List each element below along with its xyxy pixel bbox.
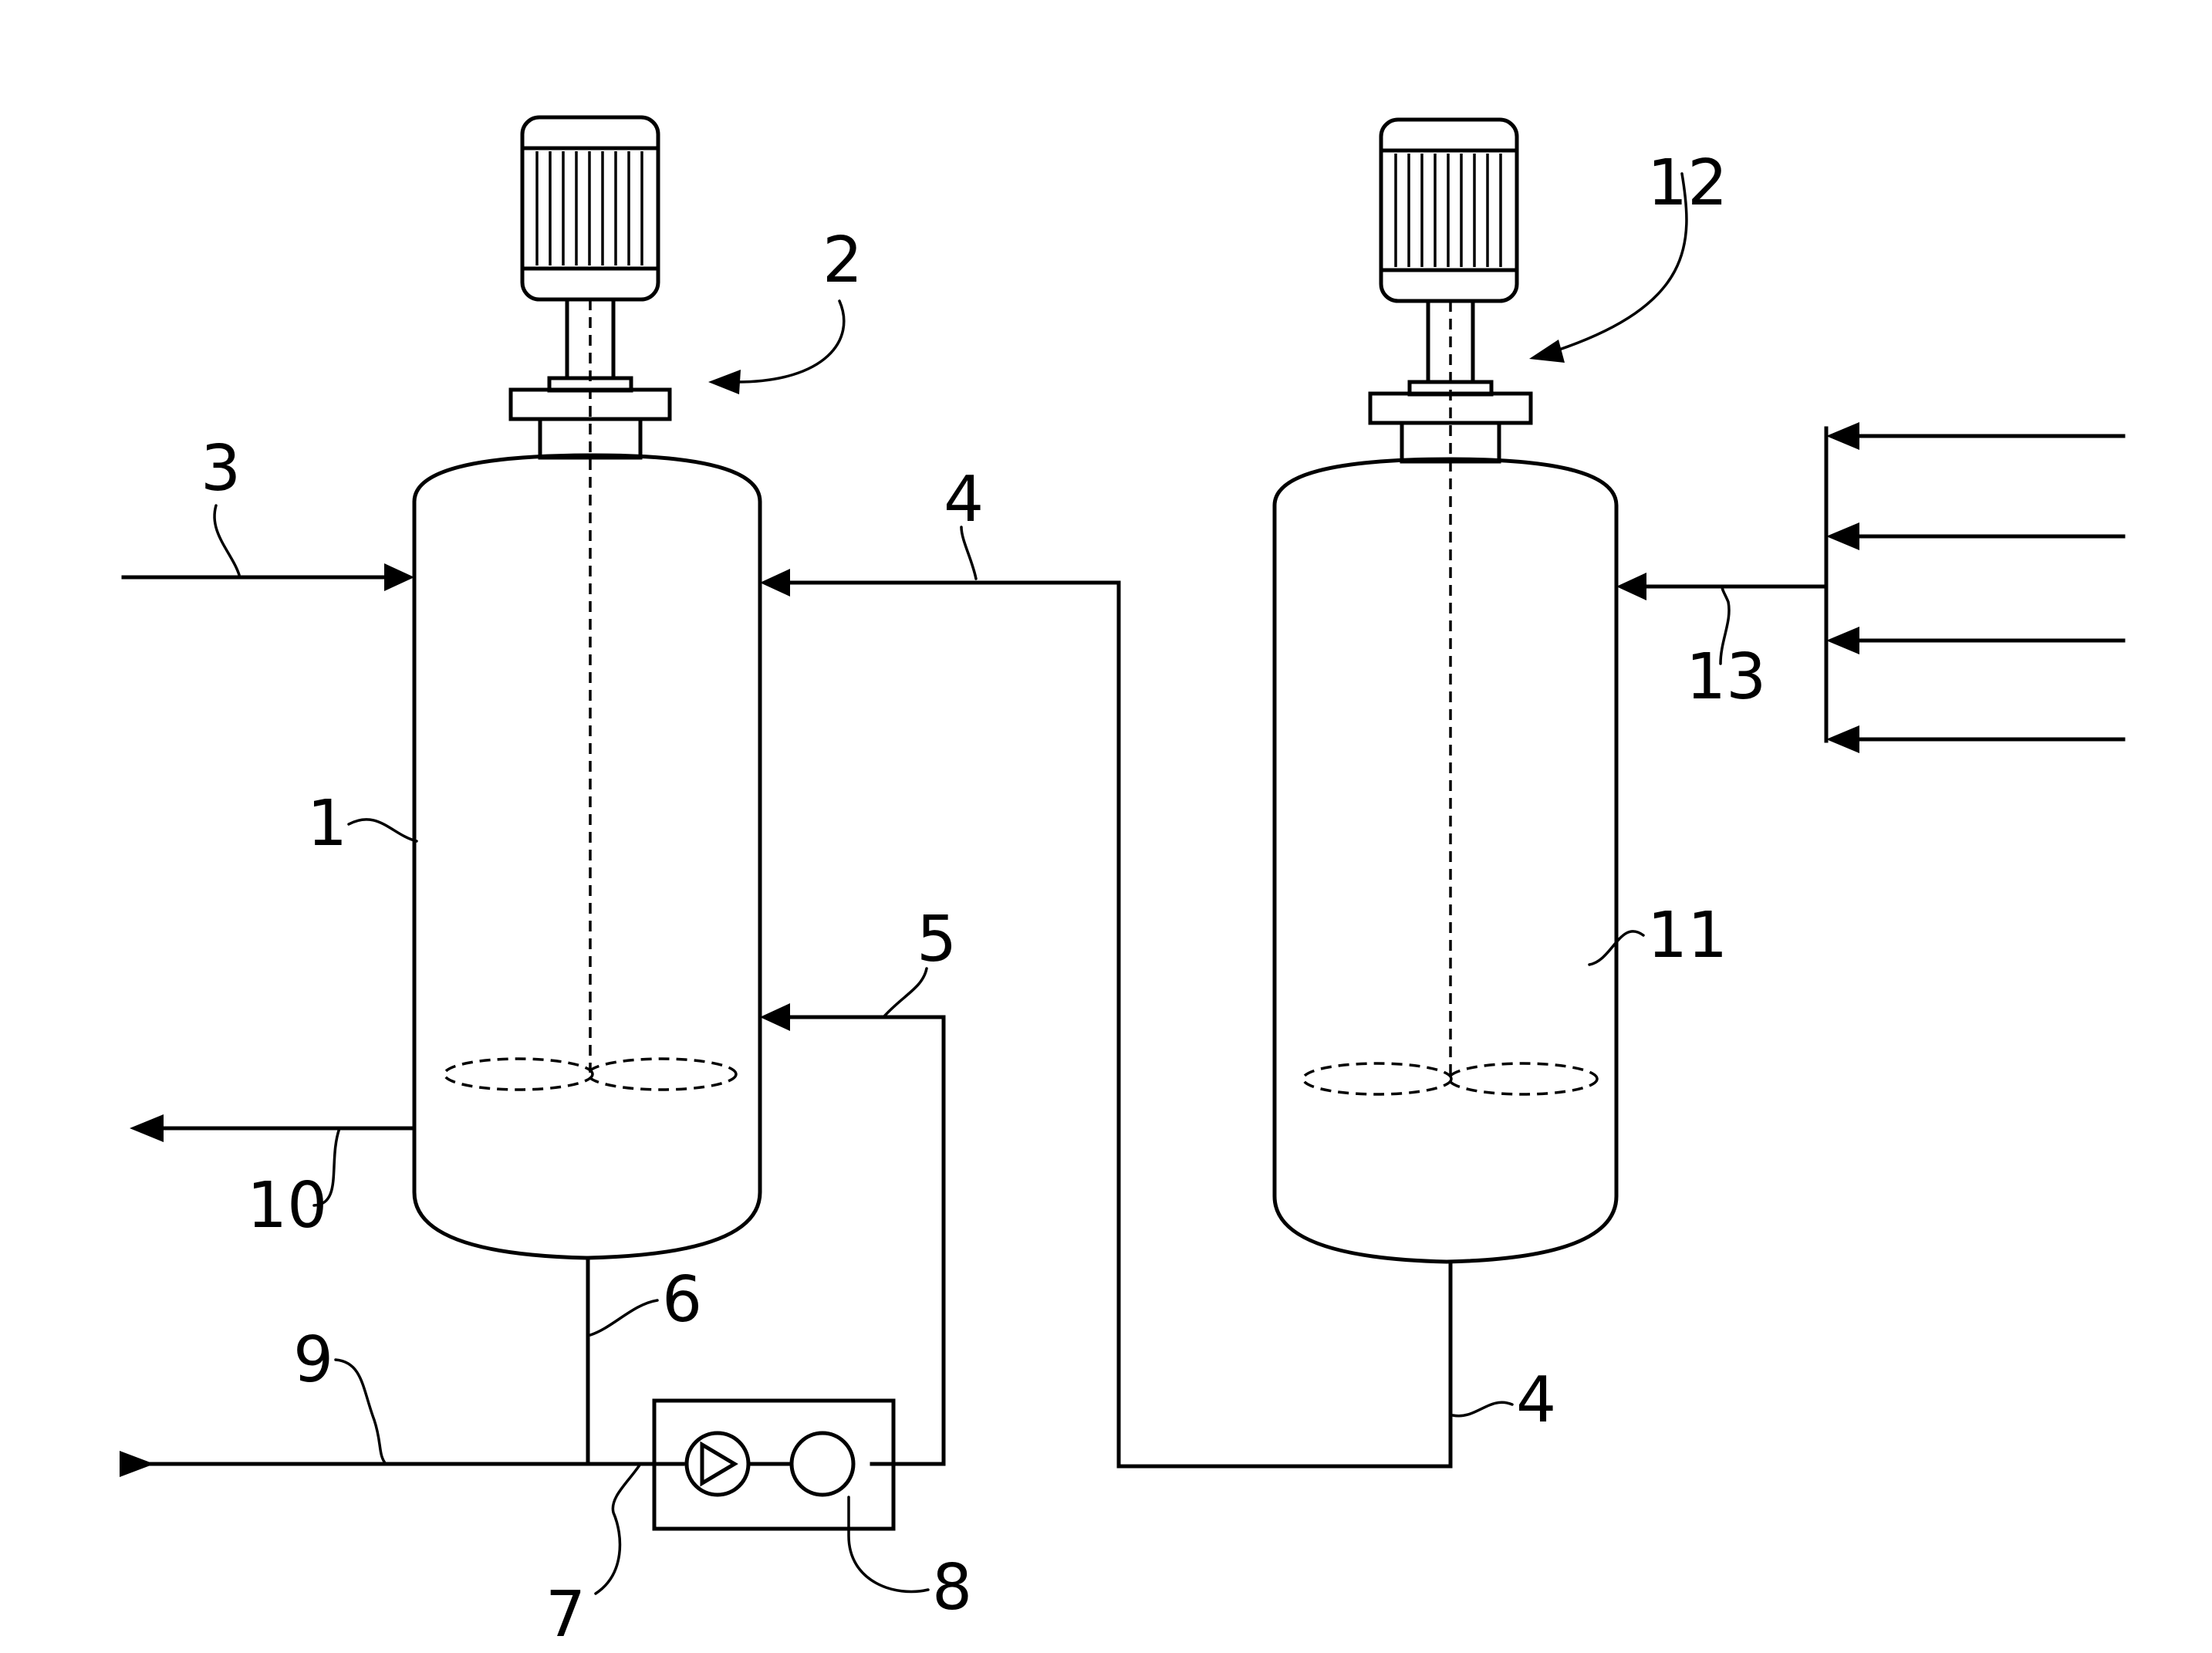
return-line-5 bbox=[760, 1003, 944, 1464]
label-agitator-2: 2 bbox=[822, 224, 863, 297]
label-feed-9: 9 bbox=[293, 1323, 333, 1397]
label-line-4-top: 4 bbox=[944, 463, 984, 536]
label-vessel-11: 11 bbox=[1647, 899, 1727, 972]
pump-7-icon bbox=[687, 1433, 748, 1495]
label-line-6: 6 bbox=[662, 1263, 702, 1337]
pump-unit bbox=[654, 1401, 893, 1529]
feed-line-3 bbox=[123, 563, 414, 591]
feed-line-9 bbox=[120, 1451, 683, 1477]
label-vessel-1: 1 bbox=[307, 787, 347, 860]
label-instrument-8: 8 bbox=[932, 1551, 972, 1624]
vessel-11 bbox=[1275, 120, 1616, 1262]
label-line-5: 5 bbox=[917, 903, 957, 976]
label-line-4-bottom: 4 bbox=[1516, 1364, 1556, 1437]
label-outlet-10: 10 bbox=[247, 1169, 327, 1242]
instrument-8-icon bbox=[792, 1433, 853, 1495]
outlet-line-10 bbox=[130, 1114, 414, 1142]
label-feed-3: 3 bbox=[201, 432, 241, 505]
vessel-1 bbox=[414, 117, 760, 1258]
leader-lines bbox=[214, 174, 1729, 1594]
label-pump-7: 7 bbox=[545, 1578, 586, 1651]
label-feed-13: 13 bbox=[1686, 641, 1766, 714]
label-agitator-12: 12 bbox=[1647, 147, 1727, 220]
